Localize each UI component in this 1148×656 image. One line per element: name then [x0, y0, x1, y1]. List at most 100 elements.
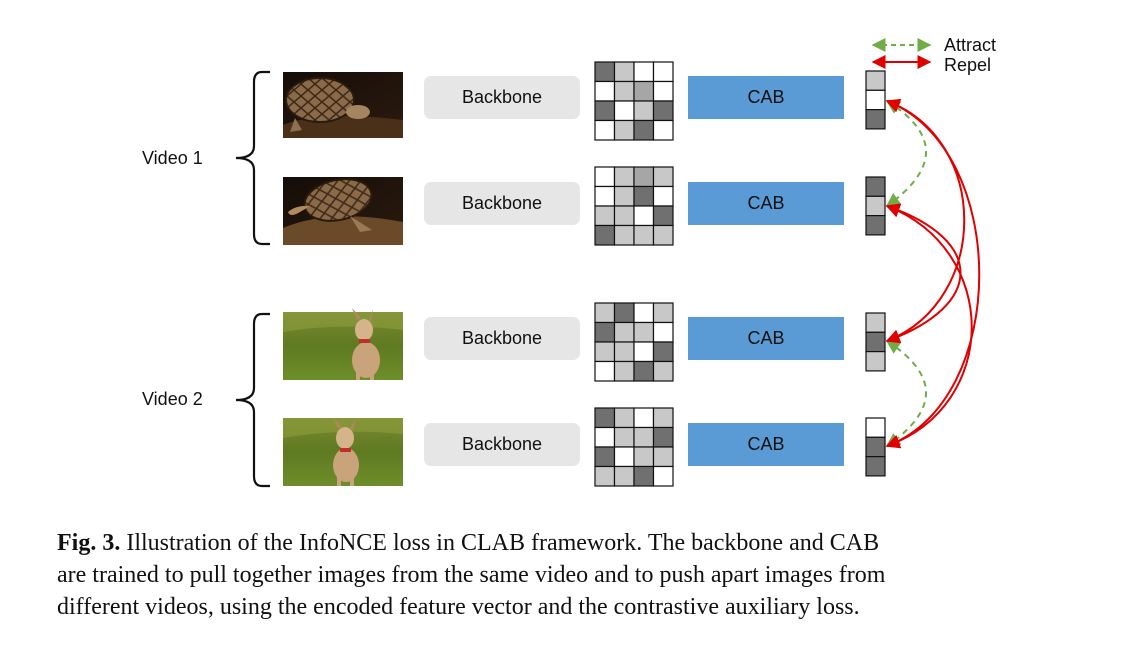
grid-cell	[613, 465, 635, 487]
grid-cell	[594, 166, 616, 188]
grid-cell	[613, 100, 635, 122]
attract-legend-label: Attract	[944, 35, 996, 55]
grid-cell	[613, 61, 635, 83]
grid-cell	[652, 341, 674, 363]
grid-cell	[633, 426, 655, 448]
dog-image-2	[283, 418, 403, 486]
backbone-label-1: Backbone	[462, 87, 542, 107]
cab-label-3: CAB	[747, 328, 784, 348]
grid-cell	[633, 407, 655, 429]
grid-cell	[652, 100, 674, 122]
grid-cell	[613, 80, 635, 102]
cab-block-3: CAB	[688, 317, 844, 360]
infonce-diagram: Attract Repel Video 1 Video 2	[142, 35, 996, 488]
grid-cell	[594, 61, 616, 83]
tortoise-image-1	[283, 72, 403, 138]
grid-cell	[652, 185, 674, 207]
caption-text-1: Illustration of the InfoNCE loss in CLAB…	[120, 530, 880, 556]
vector-cell	[865, 70, 886, 91]
grid-cell	[594, 100, 616, 122]
feature-vector-3	[865, 312, 886, 372]
vector-cell	[865, 195, 886, 217]
grid-cell	[613, 119, 635, 141]
grid-cell	[613, 166, 635, 188]
dog-image-1	[283, 308, 403, 380]
video-2-label: Video 2	[142, 389, 203, 409]
backbone-block-1: Backbone	[424, 76, 580, 119]
grid-cell	[594, 205, 616, 227]
grid-cell	[613, 321, 635, 343]
video-2-brace	[235, 312, 270, 488]
grid-cell	[613, 446, 635, 468]
grid-cell	[594, 224, 616, 246]
repel-legend-label: Repel	[944, 55, 991, 75]
grid-cell	[652, 321, 674, 343]
grid-cell	[594, 321, 616, 343]
grid-cell	[652, 224, 674, 246]
cab-block-2: CAB	[688, 182, 844, 225]
cab-label-1: CAB	[747, 87, 784, 107]
grid-cell	[613, 407, 635, 429]
feature-vector-2	[865, 176, 886, 236]
caption-line-3: different videos, using the encoded feat…	[57, 594, 860, 620]
grid-cell	[613, 224, 635, 246]
grid-cell	[633, 302, 655, 324]
vector-cell	[865, 417, 886, 438]
grid-cell	[613, 426, 635, 448]
grid-cell	[633, 61, 655, 83]
vector-cell	[865, 312, 886, 333]
feature-grid-2	[594, 166, 674, 246]
feature-vector-1	[865, 70, 886, 130]
feature-vector-4	[865, 417, 886, 477]
vector-cell	[865, 456, 886, 477]
grid-cell	[613, 205, 635, 227]
grid-cell	[633, 321, 655, 343]
feature-grid-4	[594, 407, 674, 487]
backbone-block-3: Backbone	[424, 317, 580, 360]
grid-cell	[594, 341, 616, 363]
grid-cell	[633, 205, 655, 227]
backbone-block-2: Backbone	[424, 182, 580, 225]
grid-cell	[594, 465, 616, 487]
grid-cell	[633, 185, 655, 207]
grid-cell	[652, 302, 674, 324]
grid-cell	[613, 302, 635, 324]
tortoise-image-2	[283, 177, 403, 245]
attract-arc-video-1	[885, 100, 927, 207]
vector-cell	[865, 331, 886, 353]
grid-cell	[633, 119, 655, 141]
grid-cell	[613, 185, 635, 207]
grid-cell	[594, 80, 616, 102]
cab-label-2: CAB	[747, 193, 784, 213]
grid-cell	[613, 360, 635, 382]
grid-cell	[633, 100, 655, 122]
repel-arc-1-3	[885, 98, 966, 343]
grid-cell	[594, 446, 616, 468]
grid-cell	[594, 185, 616, 207]
feature-grid-1	[594, 61, 674, 141]
grid-cell	[652, 119, 674, 141]
grid-cell	[652, 61, 674, 83]
grid-cell	[652, 205, 674, 227]
video-1-label: Video 1	[142, 148, 203, 168]
grid-cell	[594, 119, 616, 141]
caption-line-1: Fig. 3. Illustration of the InfoNCE loss…	[57, 527, 1097, 559]
vector-cell	[865, 89, 886, 111]
grid-cell	[652, 166, 674, 188]
grid-cell	[652, 407, 674, 429]
backbone-label-4: Backbone	[462, 434, 542, 454]
grid-cell	[594, 407, 616, 429]
backbone-block-4: Backbone	[424, 423, 580, 466]
cab-block-1: CAB	[688, 76, 844, 119]
grid-cell	[633, 224, 655, 246]
attract-arc-video-2	[885, 340, 927, 447]
cab-block-4: CAB	[688, 423, 844, 466]
backbone-label-3: Backbone	[462, 328, 542, 348]
caption-line-2: are trained to pull together images from…	[57, 562, 886, 588]
repel-arc-1-4	[885, 99, 981, 449]
grid-cell	[652, 426, 674, 448]
caption-prefix: Fig. 3.	[57, 530, 121, 556]
grid-cell	[633, 166, 655, 188]
grid-cell	[633, 341, 655, 363]
vector-cell	[865, 176, 886, 197]
